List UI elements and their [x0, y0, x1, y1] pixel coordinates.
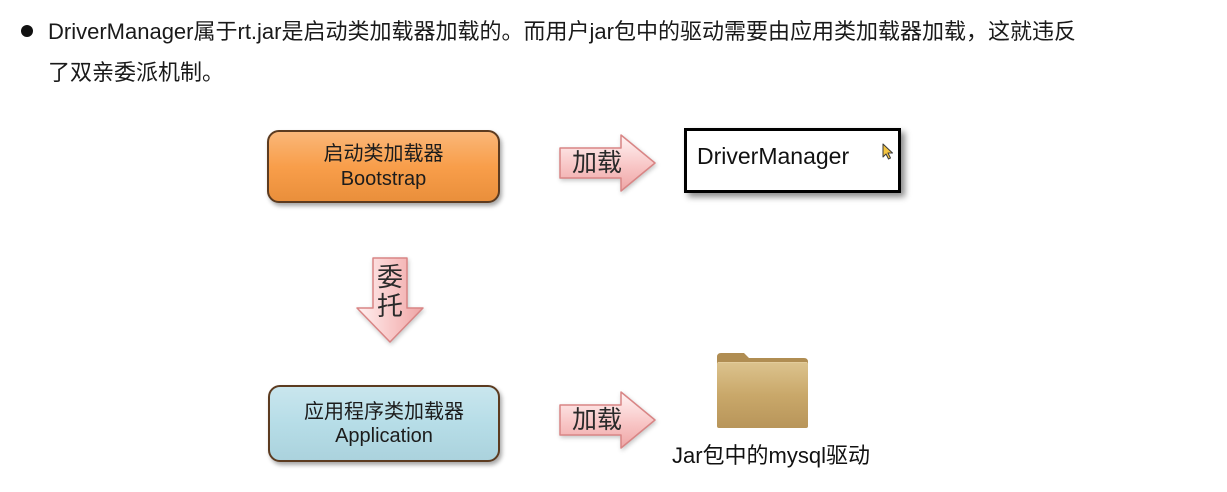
- right-arrow-icon: [559, 134, 656, 192]
- mouse-pointer-icon: [882, 143, 893, 160]
- top-load-arrow-label: 加载: [572, 149, 623, 177]
- bullet-dot-icon: [21, 25, 33, 37]
- bootstrap-loader-name: 启动类加载器: [323, 142, 444, 165]
- down-arrow-icon: [356, 257, 424, 343]
- bootstrap-loader-english-name: Bootstrap: [340, 167, 427, 190]
- folder-icon: [717, 353, 808, 428]
- driver-manager-box: DriverManager: [684, 128, 901, 193]
- bootstrap-loader-box: 启动类加载器 Bootstrap: [267, 130, 500, 203]
- bottom-load-arrow: 加载: [559, 391, 657, 449]
- delegate-arrow-label: 委托: [376, 262, 403, 321]
- delegate-arrow: 委托: [356, 257, 425, 344]
- application-loader-name: 应用程序类加载器: [304, 400, 464, 423]
- jar-driver-caption: Jar包中的mysql驱动: [672, 443, 871, 468]
- application-loader-english-name: Application: [335, 424, 433, 447]
- application-loader-box: 应用程序类加载器 Application: [268, 385, 500, 462]
- bullet-line-2: 了双亲委派机制。: [48, 60, 225, 85]
- top-load-arrow: 加载: [559, 134, 657, 192]
- bullet-paragraph: DriverManager属于rt.jar是启动类加载器加载的。而用户jar包中…: [48, 11, 1213, 93]
- bottom-load-arrow-label: 加载: [572, 406, 623, 434]
- bullet-line-1: DriverManager属于rt.jar是启动类加载器加载的。而用户jar包中…: [48, 19, 1076, 44]
- right-arrow-icon: [559, 391, 656, 449]
- driver-manager-label: DriverManager: [697, 143, 850, 169]
